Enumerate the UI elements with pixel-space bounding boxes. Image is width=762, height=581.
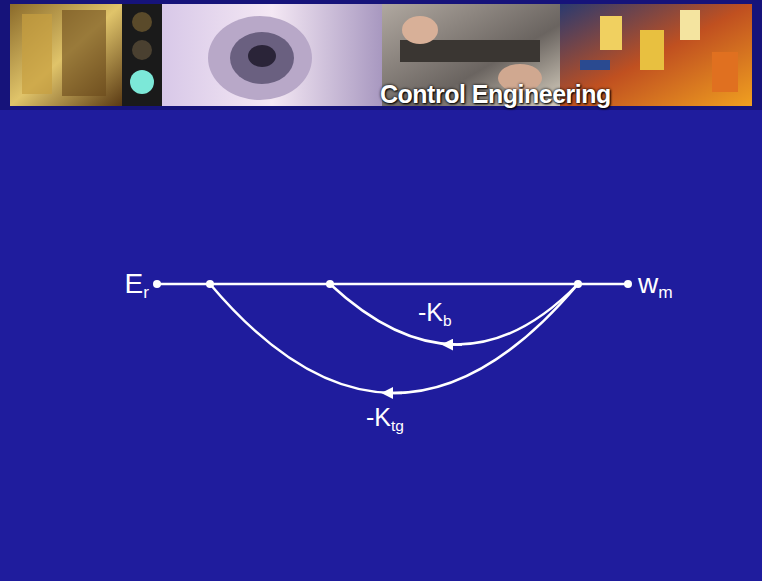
- branch-gain: -Kb: [416, 299, 454, 327]
- subscript: m: [658, 282, 672, 302]
- subscript: b: [443, 312, 452, 329]
- banner-title: Control Engineering: [380, 80, 611, 109]
- output-node: wm: [628, 268, 677, 300]
- node-label: wm: [638, 268, 673, 299]
- subscript: tg: [391, 417, 404, 434]
- subscript: r: [143, 282, 149, 302]
- forward-path: [153, 280, 632, 288]
- node-label: Er: [125, 268, 149, 299]
- input-node: Er: [121, 268, 157, 300]
- branch-gain: -Ktg: [364, 404, 406, 432]
